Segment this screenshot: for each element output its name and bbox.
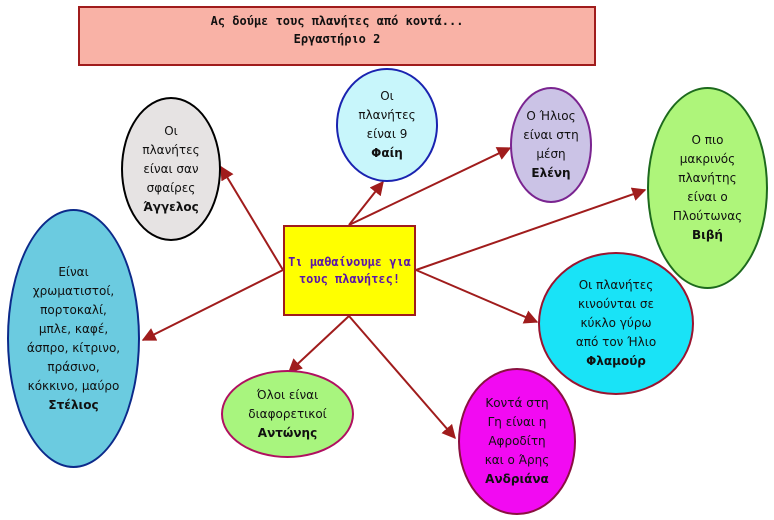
bubble-line: μπλε, καφέ, — [38, 321, 109, 336]
bubble-flamour: Οι πλανήτες κινούνται σε κύκλο γύρω από … — [538, 252, 694, 395]
bubble-line: κινούνται σε — [578, 297, 654, 311]
title-line-1: Ας δούμε τους πλανήτες από κοντά... — [210, 14, 464, 28]
author-name: Βιβή — [692, 228, 723, 242]
central-topic-line-2: τους πλανήτες! — [298, 271, 401, 286]
title-banner: Ας δούμε τους πλανήτες από κοντά... Εργα… — [78, 6, 596, 66]
bubble-line: κόκκινο, μαύρο — [27, 378, 120, 393]
bubble-line: Κοντά στη — [485, 396, 549, 410]
bubble-line: από τον Ήλιο — [575, 335, 657, 349]
bubble-line: άσπρο, κίτρινο, — [26, 340, 121, 355]
arrow-to-angelos — [220, 165, 284, 271]
bubble-line: είναι στη — [523, 128, 579, 142]
bubble-eleni: Ο Ήλιος είναι στη μέση Ελένη — [510, 87, 592, 203]
bubble-line: είναι 9 — [366, 127, 408, 141]
arrow-to-vivi — [415, 187, 647, 271]
bubble-line: πράσινο, — [47, 359, 100, 374]
bubble-antonis: Όλοι είναι διαφορετικοί Αντώνης — [221, 370, 354, 458]
bubble-line: είναι ο — [687, 190, 728, 204]
author-name: Στέλιος — [48, 397, 99, 412]
bubble-line: Πλούτωνας — [672, 209, 743, 223]
bubble-line: μέση — [536, 147, 566, 161]
author-name: Αντώνης — [257, 425, 318, 440]
bubble-line: πορτοκαλί, — [40, 302, 107, 317]
arrow-to-andriana — [348, 315, 456, 440]
bubble-line: Είναι — [58, 264, 89, 279]
bubble-line: διαφορετικοί — [248, 406, 327, 421]
bubble-line: μακρινός — [679, 152, 736, 166]
bubble-fain: Οι πλανήτες είναι 9 Φαίη — [336, 68, 438, 182]
arrow-to-eleni — [348, 147, 512, 226]
title-line-2: Εργαστήριο 2 — [293, 32, 381, 46]
bubble-line: χρωματιστοί, — [32, 283, 115, 298]
arrow-to-antonis — [287, 315, 350, 373]
central-topic-line-1: Τι μαθαίνουμε για — [288, 254, 411, 269]
bubble-line: Οι πλανήτες — [578, 278, 654, 292]
arrow-to-flamour — [415, 269, 539, 324]
arrow-to-fain — [348, 180, 384, 226]
author-name: Φαίη — [371, 146, 403, 160]
central-topic-box: Τι μαθαίνουμε για τους πλανήτες! — [283, 225, 416, 316]
bubble-vivi: Ο πιο μακρινός πλανήτης είναι ο Πλούτωνα… — [647, 87, 768, 289]
bubble-line: Γη είναι η — [487, 415, 547, 429]
bubble-line: Οι — [164, 123, 178, 138]
bubble-line: και ο Άρης — [484, 453, 550, 467]
bubble-line: Αφροδίτη — [488, 434, 546, 448]
bubble-line: πλανήτης — [678, 171, 737, 185]
bubble-line: είναι σαν — [143, 161, 199, 176]
arrow-to-stelios — [141, 269, 284, 341]
author-name: Ανδριάνα — [485, 472, 549, 486]
bubble-line: Ο πιο — [691, 133, 724, 147]
author-name: Φλαμούρ — [586, 354, 646, 368]
bubble-line: κύκλο γύρω — [580, 316, 652, 330]
bubble-angelos: Οι πλανήτες είναι σαν σφαίρες Άγγελος — [121, 97, 221, 241]
bubble-line: Οι — [380, 89, 394, 103]
bubble-line: Όλοι είναι — [256, 387, 319, 402]
author-name: Ελένη — [531, 166, 571, 180]
bubble-line: πλανήτες — [358, 108, 416, 122]
author-name: Άγγελος — [143, 199, 199, 214]
bubble-stelios: Είναι χρωματιστοί, πορτοκαλί, μπλε, καφέ… — [7, 209, 140, 468]
bubble-line: Ο Ήλιος — [526, 109, 576, 123]
bubble-line: σφαίρες — [146, 180, 196, 195]
bubble-andriana: Κοντά στη Γη είναι η Αφροδίτη και ο Άρης… — [458, 368, 576, 515]
bubble-line: πλανήτες — [142, 142, 200, 157]
